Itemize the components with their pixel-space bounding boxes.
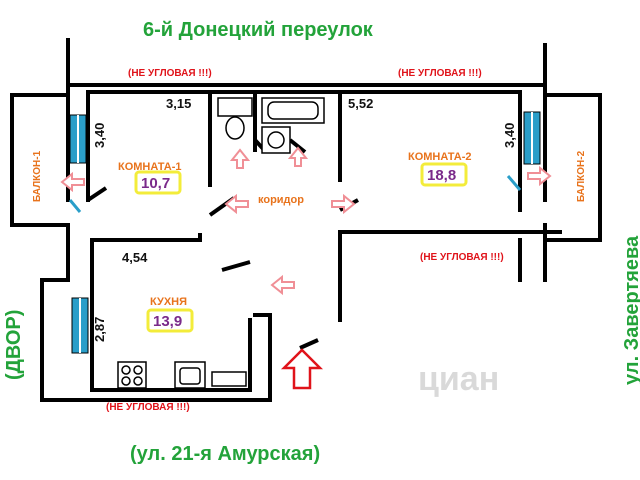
room2-depth: 3,40 (502, 123, 517, 148)
kitchen-label: КУХНЯ (150, 296, 187, 308)
room2-width: 5,52 (348, 96, 373, 111)
bathroom-fixtures (217, 97, 325, 154)
room1-area-box (134, 170, 182, 195)
street-bottom-label: (ул. 21-я Амурская) (130, 443, 320, 465)
arrow-to-balcony2 (527, 165, 552, 187)
stove (117, 361, 147, 389)
arrow-to-room1 (224, 193, 249, 215)
kitchen-depth: 2,87 (92, 317, 107, 342)
corridor-label: коридор (258, 194, 304, 206)
entrance-arrow (280, 348, 324, 390)
arrow-to-room2 (331, 193, 356, 215)
room1-label: КОМНАТА-1 (118, 161, 182, 173)
room2-area: 18,8 (427, 167, 456, 184)
kitchen-width: 4,54 (122, 250, 148, 265)
balcony1-label: БАЛКОН-1 (32, 150, 43, 202)
sink-basin (267, 131, 285, 149)
not-corner-note-bottom: (НЕ УГЛОВАЯ !!!) (106, 402, 190, 413)
room2-label: КОМНАТА-2 (408, 151, 472, 163)
not-corner-note-top-right: (НЕ УГЛОВАЯ !!!) (398, 68, 482, 79)
windows (69, 111, 541, 354)
kitchen-area-box (146, 308, 194, 333)
room1-width: 3,15 (166, 96, 191, 111)
watermark: циан (418, 360, 499, 398)
arrow-to-balcony1 (60, 171, 85, 193)
street-top-label: 6-й Донецкий переулок (143, 19, 374, 41)
bathtub-inner (267, 101, 319, 120)
toilet-bowl (225, 116, 245, 140)
not-corner-note-right: (НЕ УГЛОВАЯ !!!) (420, 252, 504, 263)
room2-area-box (420, 162, 468, 187)
arrow-to-toilet (229, 148, 251, 169)
room1-area: 10,7 (141, 175, 170, 192)
toilet-tank (217, 97, 253, 117)
direction-arrows (60, 146, 552, 296)
balcony2-label: БАЛКОН-2 (576, 150, 587, 202)
arrow-to-kitchen (270, 274, 295, 296)
balcony-doors (68, 175, 522, 213)
kitchen-area: 13,9 (153, 313, 182, 330)
room1-depth: 3,40 (92, 123, 107, 148)
not-corner-note-top-left: (НЕ УГЛОВАЯ !!!) (128, 68, 212, 79)
yard-label: (ДВОР) (3, 310, 25, 380)
arrow-to-bathroom (287, 146, 309, 167)
street-right-label: ул. Завертяева (621, 235, 640, 385)
kitchen-counter (211, 371, 247, 387)
kitchen-fixtures (117, 361, 247, 389)
